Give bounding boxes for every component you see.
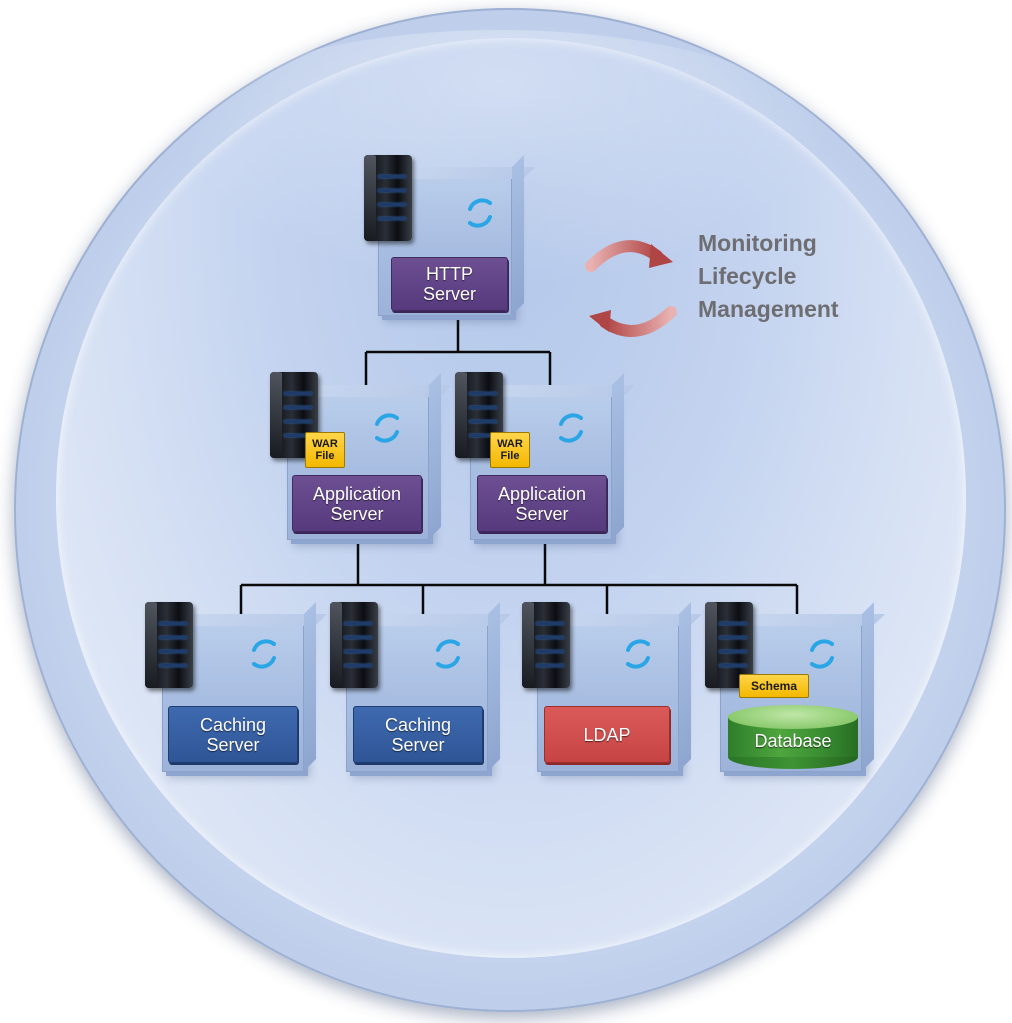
http-server-label-line2: Server <box>422 284 476 304</box>
callout-line-monitoring: Monitoring <box>698 230 817 256</box>
callout-line-lifecycle: Lifecycle <box>698 263 797 289</box>
application-server-label-1-line1: Application <box>312 483 402 504</box>
database-label: Database <box>754 731 832 751</box>
sync-arrows-icon <box>252 639 276 669</box>
sync-arrows-icon <box>559 413 583 443</box>
server-tower-icon <box>145 602 193 688</box>
war-file-tag-line2: File <box>500 450 520 462</box>
http-server-label-line1: HTTP <box>425 264 473 284</box>
sync-arrows-icon <box>436 639 460 669</box>
application-server-label-1-line2: Server <box>330 503 384 524</box>
server-tower-icon <box>330 602 378 688</box>
application-server-label-2-line2: Server <box>515 503 569 524</box>
war-file-tag-line1: WAR <box>497 438 523 450</box>
lifecycle-arrows-icon <box>585 240 677 337</box>
database-cylinder-icon: Database <box>728 705 858 771</box>
sync-arrows-icon <box>468 198 492 228</box>
sync-arrows-icon <box>375 413 399 443</box>
ldap-label: LDAP <box>544 706 670 763</box>
application-server-label-2-line1: Application <box>497 483 587 504</box>
caching-server-label-2-line1: Caching <box>384 714 452 735</box>
schema-tag: Schema <box>739 674 809 698</box>
server-tower-icon <box>364 155 412 241</box>
war-file-tag-line2: File <box>315 450 335 462</box>
callout-line-management: Management <box>698 296 839 322</box>
caching-server-label-1-line1: Caching <box>199 714 267 735</box>
caching-server-label-2-line2: Server <box>391 734 445 755</box>
server-tower-icon <box>705 602 753 688</box>
server-tower-icon <box>522 602 570 688</box>
war-file-tag-line1: WAR <box>312 438 338 450</box>
monitoring-callout: Monitoring Lifecycle Management <box>698 227 839 326</box>
sync-arrows-icon <box>810 639 834 669</box>
caching-server-label-1-line2: Server <box>206 734 260 755</box>
sync-arrows-icon <box>626 639 650 669</box>
